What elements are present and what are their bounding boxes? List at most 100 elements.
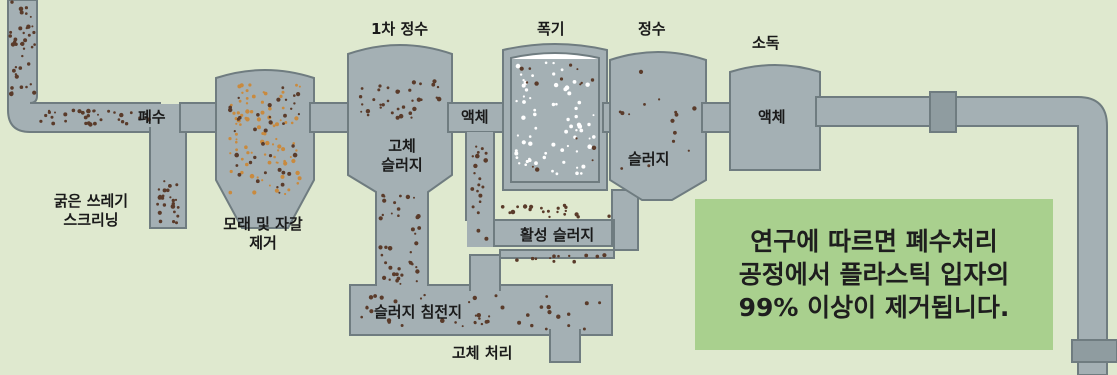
particle-dot [30,45,34,49]
particle-dot [23,38,28,43]
particle-dot [84,121,88,126]
particle-dot [275,137,278,141]
particle-dot [557,254,560,258]
particle-dot [569,124,573,129]
particle-dot [238,99,242,103]
particle-dot [256,117,261,122]
particle-dot [240,157,244,161]
particle-dot [546,209,550,213]
particle-dot [113,111,116,114]
particle-dot [232,111,236,115]
particle-dot [393,299,398,304]
particle-dot [381,103,385,107]
particle-dot [572,80,577,84]
particle-dot [379,106,382,109]
particle-dot [268,184,271,187]
particle-dot [176,206,180,209]
particle-dot [579,128,584,133]
particle-dot [32,90,37,95]
particle-dot [575,137,578,140]
particle-dot [10,86,14,90]
particle-dot [567,324,571,328]
particle-dot [575,129,578,132]
particle-dot [519,66,524,71]
particle-dot [562,160,566,164]
particle-dot [281,170,286,175]
particle-dot [607,214,611,218]
particle-dot [549,257,552,260]
particle-dot [410,227,415,232]
particle-dot [14,74,19,79]
particle-dot [577,100,582,105]
particle-dot [638,69,644,74]
particle-dot [294,116,299,121]
particle-dot [476,313,481,318]
particle-dot [534,81,539,86]
particle-dot [24,6,28,10]
particle-dot [261,132,265,135]
particle-dot [274,188,279,193]
particle-dot [99,118,103,122]
particle-dot [618,110,622,114]
particle-dot [534,126,538,130]
particle-dot [384,245,388,249]
particle-dot [576,122,582,128]
particle-dot [410,116,413,119]
particle-dot [241,91,244,95]
particle-dot [574,114,578,119]
particle-dot [436,96,442,102]
particle-dot [18,6,24,12]
particle-dot [281,106,285,110]
particle-dot [284,98,288,102]
particle-dot [63,112,68,117]
primary-treatment-label: 1차 정수 [371,20,429,38]
particle-dot [281,90,285,94]
particle-dot [379,295,384,300]
particle-dot [528,158,532,163]
particle-dot [525,81,529,84]
particle-dot [237,84,242,89]
particle-dot [628,113,631,116]
particle-dot [471,155,474,158]
particle-dot [488,315,491,318]
clarification-label: 정수 [638,20,666,38]
particle-dot [253,127,257,132]
particle-dot [176,214,180,218]
particle-dot [562,203,567,208]
particle-dot [553,82,559,88]
particle-dot [580,81,583,85]
particle-dot [521,115,526,120]
particle-dot [360,110,363,113]
particle-dot [461,325,464,328]
particle-dot [476,228,481,233]
particle-dot [559,77,564,81]
particle-dot [542,155,546,160]
particle-dot [515,156,519,160]
particle-dot [399,282,402,285]
particle-dot [25,12,28,15]
particle-dot [595,254,600,259]
particle-dot [522,100,526,104]
disinfection-label: 소독 [752,34,780,52]
particle-dot [564,209,567,213]
particle-dot [163,180,166,183]
particle-dot [556,206,560,210]
particle-dot [249,110,254,114]
particle-dot [268,115,272,119]
particle-dot [415,266,418,269]
particle-dot [268,120,273,125]
particle-dot [295,149,298,152]
particle-dot [476,151,480,154]
particle-dot [19,85,24,89]
particle-dot [586,82,590,86]
particle-dot [579,83,582,86]
particle-dot [279,119,282,122]
particle-dot [431,82,436,87]
particle-dot [454,321,457,324]
particle-dot [476,189,479,193]
particle-dot [18,26,23,31]
particle-dot [158,219,163,224]
particle-dot [281,86,285,90]
particle-dot [276,186,279,189]
particle-dot [235,138,238,141]
